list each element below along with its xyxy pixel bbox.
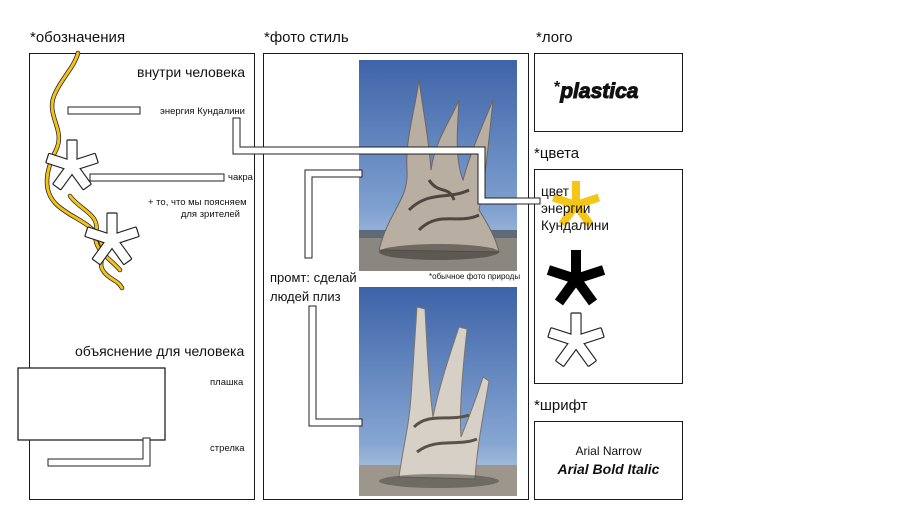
photo-caption: *обычное фото природы [429, 272, 521, 281]
kundalini-energy-label: энергия Кундалини [160, 106, 245, 117]
explain-label: + то, что мы поясняем для зрителей [148, 197, 247, 221]
chakra-asterisk-icon-2 [84, 212, 140, 265]
plate-sample [17, 367, 166, 441]
prompt-line-2: людей плиз [270, 289, 341, 304]
kundalini-connector-arrow [232, 117, 541, 205]
logo-panel [534, 53, 683, 132]
photo1-connector-arrow [304, 169, 363, 259]
colors-heading: *цвета [534, 145, 580, 162]
logo-text: plastica [560, 80, 639, 104]
plastica-logo: *plastica [554, 79, 639, 104]
color-swatches [546, 181, 606, 367]
font-heading: *шрифт [534, 397, 588, 414]
prompt-line-1: промт: сделай [270, 270, 357, 285]
prompt-text: промт: сделай людей плиз [270, 268, 357, 306]
white-color-asterisk-icon [547, 312, 605, 367]
driftwood-photo [359, 60, 517, 271]
kundalini-color-line-3: Кундалини [541, 218, 609, 233]
kundalini-color-label: цвет энергии Кундалини [541, 183, 609, 234]
font-sample-regular: Arial Narrow [575, 444, 642, 458]
kundalini-color-line-1: цвет [541, 184, 569, 199]
legend-heading: *обозначения [30, 29, 126, 46]
chakra-label: чакра [228, 172, 253, 183]
kundalini-color-asterisk-icon [551, 181, 601, 227]
explanation-for-person-label: объяснение для человека [75, 343, 245, 359]
font-panel [534, 421, 683, 500]
logo-heading: *лого [536, 29, 573, 46]
arrow-sample-icon [47, 437, 151, 467]
black-color-asterisk-icon [546, 250, 606, 306]
kundalini-pointer-bar [67, 106, 141, 115]
chakra-asterisk-icon-1 [45, 139, 99, 191]
explain-line-1: + то, что мы поясняем [148, 197, 247, 208]
chakra-pointer-bar [89, 173, 225, 182]
font-sample-bold-italic: Arial Bold Italic [557, 461, 660, 477]
people-photo [359, 287, 517, 496]
inside-person-label: внутри человека [137, 64, 246, 80]
photo-style-heading: *фото стиль [264, 29, 349, 46]
plate-label: плашка [210, 377, 244, 388]
explain-line-2: для зрителей [180, 209, 240, 220]
photo2-connector-arrow [308, 305, 363, 427]
kundalini-color-line-2: энергии [541, 201, 591, 216]
arrow-label: стрелка [210, 443, 245, 454]
logo-asterisk-icon: * [554, 79, 561, 96]
